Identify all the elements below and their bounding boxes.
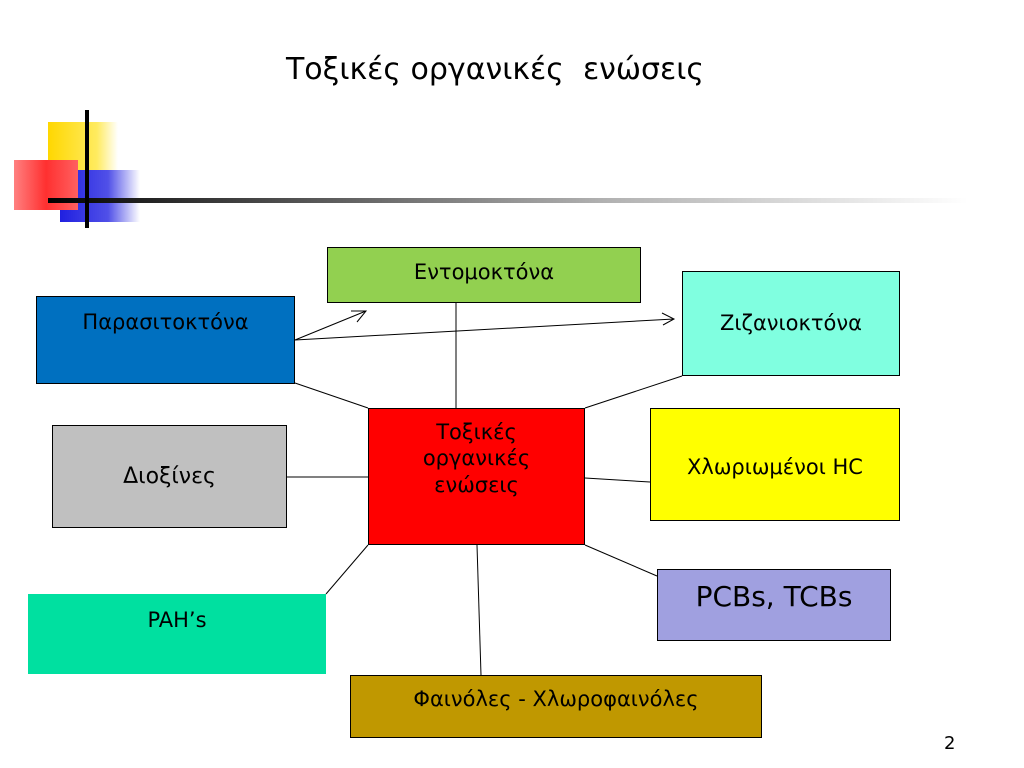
node-entomoktona-label: Εντομοκτόνα — [413, 260, 555, 284]
node-pcbs-label: PCBs, TCBs — [695, 580, 853, 613]
node-dioxines-label: Διοξίνες — [123, 463, 216, 489]
node-pahs: PAH’s — [28, 594, 326, 674]
link-zizanioktona — [584, 375, 683, 409]
node-fainoles: Φαινόλες - Χλωροφαινόλες — [350, 675, 762, 738]
arrow-to-zizanioktona — [294, 318, 675, 341]
node-dioxines: Διοξίνες — [52, 425, 287, 528]
link-pcbs — [584, 544, 658, 577]
page-number: 2 — [944, 733, 956, 754]
link-fainoles — [476, 544, 482, 676]
node-fainoles-label: Φαινόλες - Χλωροφαινόλες — [413, 687, 699, 711]
horizontal-rule — [48, 198, 968, 203]
link-chloriomenoi — [584, 477, 651, 483]
node-pahs-label: PAH’s — [147, 608, 207, 632]
node-chloriomenoi: Χλωριωμένοι HC — [650, 408, 900, 521]
arrowhead-entomoktona — [351, 310, 368, 323]
node-zizanioktona-label: Ζιζανιοκτόνα — [720, 311, 862, 336]
vertical-rule — [85, 110, 89, 228]
node-entomoktona: Εντομοκτόνα — [327, 247, 641, 303]
node-chloriomenoi-label: Χλωριωμένοι HC — [687, 455, 863, 479]
node-pcbs: PCBs, TCBs — [657, 569, 891, 641]
slide-title: Τοξικές οργανικές ενώσεις — [285, 52, 705, 87]
decorative-corner-graphic — [14, 110, 968, 228]
link-pahs — [325, 544, 369, 595]
arrowhead-zizanioktona — [661, 312, 676, 326]
node-zizanioktona: Ζιζανιοκτόνα — [682, 271, 900, 376]
node-center: Τοξικές οργανικές ενώσεις — [368, 408, 585, 545]
link-parasitoktona — [294, 382, 369, 409]
arrow-to-entomoktona — [294, 310, 367, 341]
node-parasitoktona-label: Παρασιτοκτόνα — [82, 310, 249, 334]
node-parasitoktona: Παρασιτοκτόνα — [36, 296, 295, 384]
node-center-label: Τοξικές οργανικές ενώσεις — [422, 420, 531, 497]
